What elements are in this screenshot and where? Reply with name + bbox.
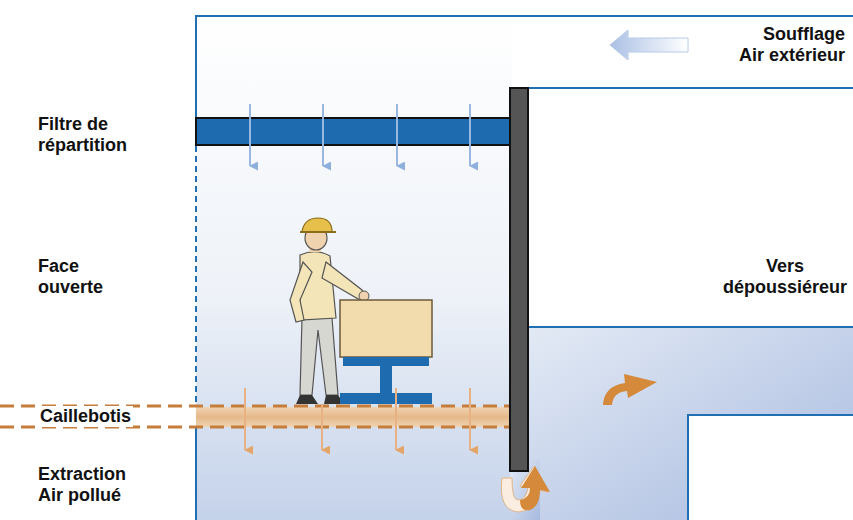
booth-wall [195,428,197,520]
hard-hat [302,218,332,232]
worker-arm [290,262,312,322]
booth-outline [196,16,853,520]
open-face-label: Face ouverte [38,256,128,298]
extraction-label: Extraction Air pollué [38,464,150,506]
supply-duct-wall [528,87,853,89]
airflow-arrow [469,104,471,166]
hard-hat-brim [300,231,336,233]
grating [196,407,510,427]
booth-interior [196,16,512,520]
exhaust-arrow [469,388,471,450]
supply-arrow [610,30,688,60]
stand-base [340,393,432,404]
airflow-arrow [396,104,398,166]
exhaust-arrows [245,388,470,450]
grating-edge [0,406,510,427]
workpiece [340,300,432,357]
stand-top [343,357,429,366]
exhaust-arrow [395,388,397,450]
duct-wall [528,326,853,328]
stand-column [380,366,392,393]
open-face [195,146,197,405]
airflow-arrow [249,104,251,166]
duct-outside [688,415,853,520]
filter-label: Filtre de répartition [38,114,150,156]
supply-label: Soufflage Air extérieur [725,24,845,66]
curved-flow-arrow [520,466,550,510]
grating-label: Caillebotis [38,406,133,427]
worker-legs [300,318,338,395]
worker-shoes [296,395,344,404]
duct-wall [688,415,853,520]
distribution-filter [196,118,512,145]
extraction-duct [528,327,853,520]
collector-label: Vers dépoussiéreur [722,256,848,298]
airflow-arrow [322,104,324,166]
exhaust-arrow [244,388,246,450]
flow-arrow [603,374,657,405]
partition-wall [510,88,528,471]
exhaust-arrow [321,404,323,450]
airflow-arrows [250,104,470,166]
